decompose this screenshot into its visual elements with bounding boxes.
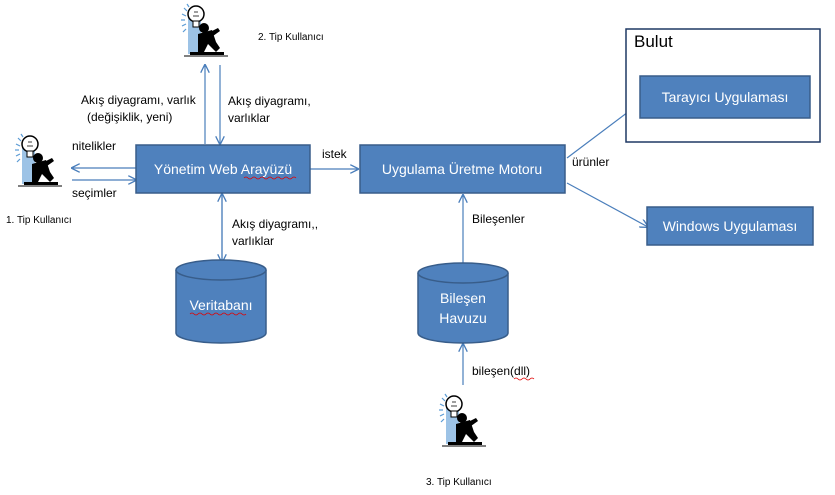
- spellcheck-underline: [189, 312, 247, 316]
- cloud-title: Bulut: [634, 32, 673, 51]
- edge-label-component-dll: bileşen(dll): [472, 364, 530, 378]
- edge-label-products: ürünler: [572, 155, 609, 169]
- edge-label-db-line1: Akış diyagramı,,: [232, 217, 318, 231]
- windows-app-label: Windows Uygulaması: [663, 218, 798, 234]
- component-pool-label-line2: Havuzu: [439, 310, 486, 326]
- edge-label-components: Bileşenler: [472, 212, 525, 226]
- spellcheck-underline: [243, 176, 297, 180]
- edge-label-type2-in-line1: Akış diyagramı,: [228, 94, 311, 108]
- database-node[interactable]: Veritabanı: [175, 259, 267, 344]
- type2-user-label: 2. Tip Kullanıcı: [258, 32, 324, 43]
- browser-app-label: Tarayıcı Uygulaması: [662, 89, 789, 105]
- edge-label-type2-out-line1: Akış diyagramı, varlık: [81, 93, 197, 107]
- spellcheck-underline: [513, 377, 535, 381]
- type2-user-icon: [180, 3, 229, 57]
- edge-label-db-line2: varlıklar: [232, 234, 274, 248]
- type1-user-icon: [14, 133, 63, 187]
- component-pool-node[interactable]: Bileşen Havuzu: [417, 262, 509, 344]
- edge-label-type2-in-line2: varlıklar: [228, 111, 270, 125]
- admin-ui-node[interactable]: Yönetim Web Arayüzü: [135, 144, 311, 194]
- windows-app-node[interactable]: Windows Uygulaması: [646, 206, 814, 246]
- engine-node[interactable]: Uygulama Üretme Motoru: [359, 144, 566, 194]
- engine-label: Uygulama Üretme Motoru: [382, 160, 542, 177]
- component-pool-label-line1: Bileşen: [440, 290, 486, 306]
- browser-app-node[interactable]: Tarayıcı Uygulaması: [639, 75, 811, 119]
- admin-ui-label: Yönetim Web Arayüzü: [154, 161, 292, 177]
- edge-engine-to-windows-app: [566, 182, 648, 227]
- edge-label-type1-in: nitelikler: [72, 139, 116, 153]
- type3-user-label: 3. Tip Kullanıcı: [426, 477, 492, 488]
- edge-label-type1-out: seçimler: [72, 186, 117, 200]
- database-label: Veritabanı: [189, 297, 252, 313]
- edge-label-request: istek: [322, 147, 348, 161]
- type1-user-label: 1. Tip Kullanıcı: [6, 215, 72, 226]
- type3-user-icon: [438, 393, 487, 447]
- edge-label-type2-out-line2: (değişiklik, yeni): [87, 110, 172, 124]
